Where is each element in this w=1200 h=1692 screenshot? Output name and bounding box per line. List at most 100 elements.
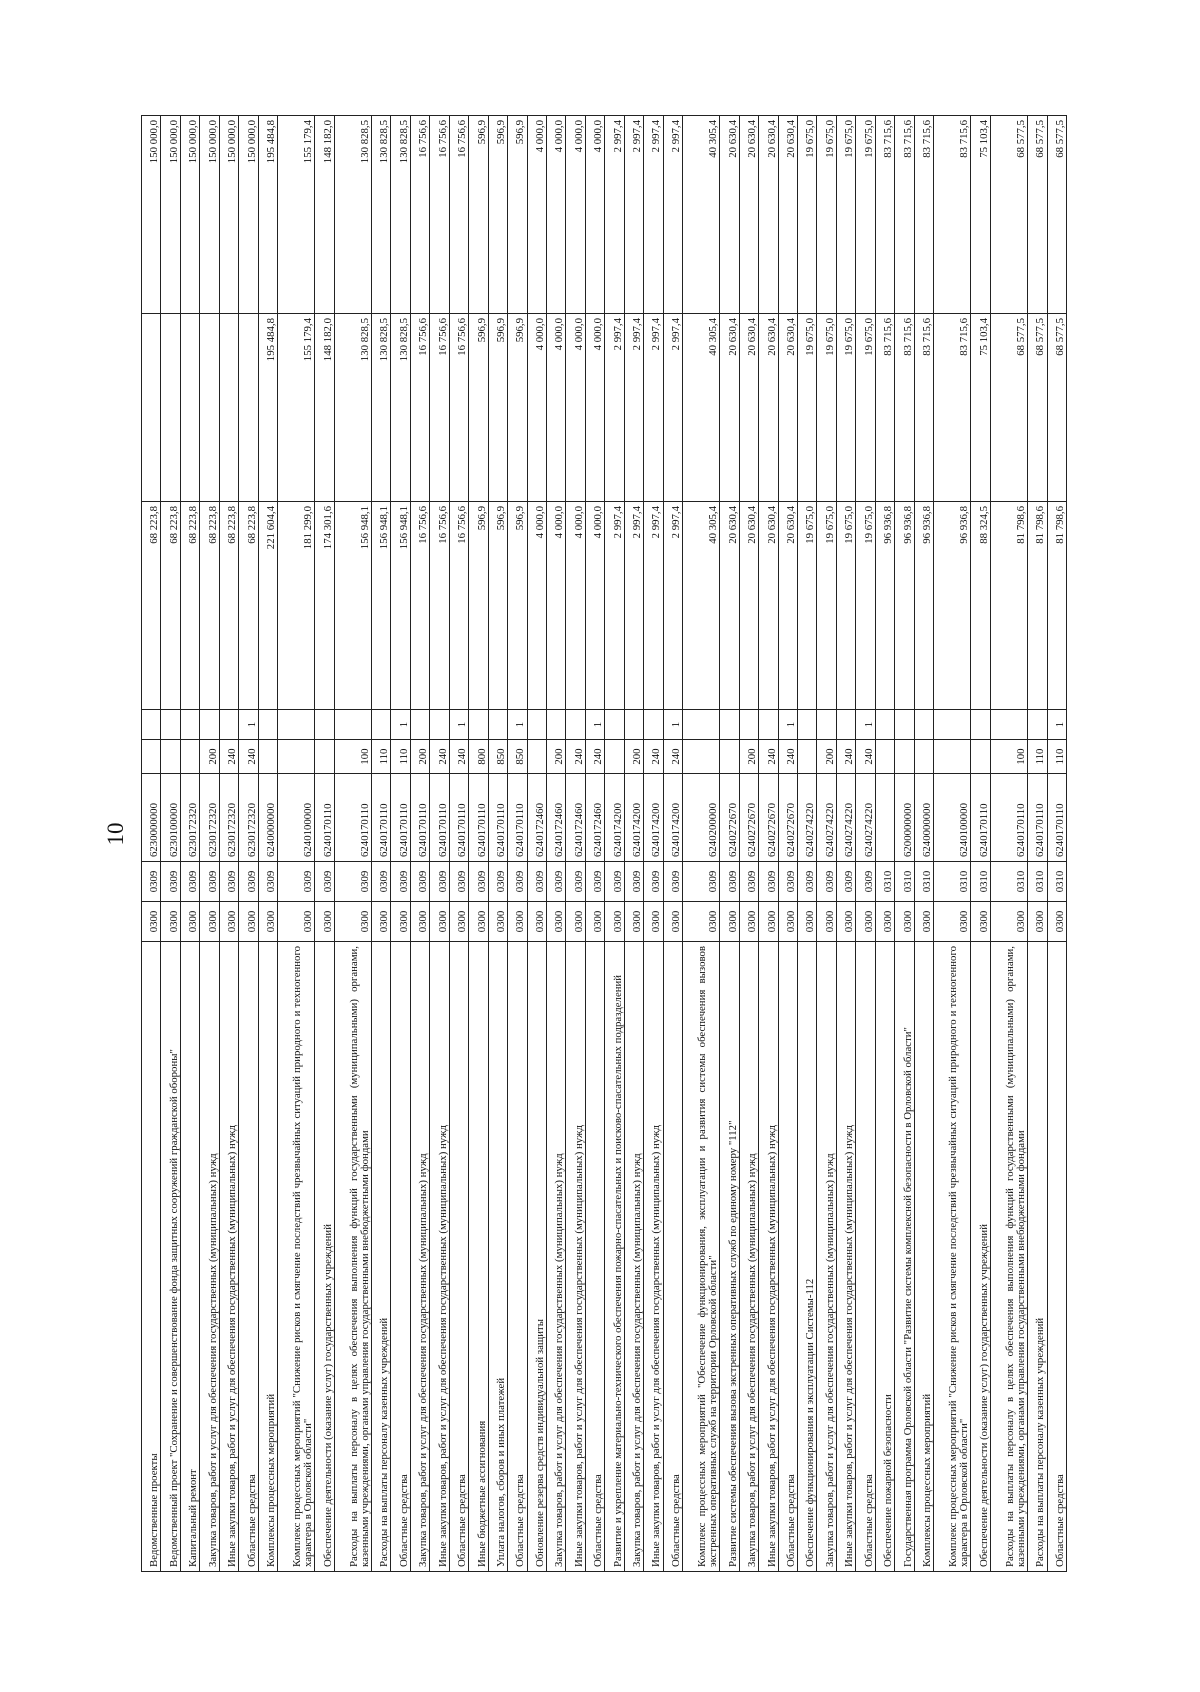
- expense-type-cell: 200: [739, 739, 759, 774]
- subsection-code-cell: 0310: [1047, 861, 1067, 902]
- expense-type-cell: [970, 739, 991, 774]
- subsection-code-cell: 0309: [449, 861, 469, 902]
- expense-name-cell: Комплекс процессных мероприятий "Снижени…: [277, 941, 315, 1572]
- expense-type-cell: 240: [565, 739, 586, 774]
- expense-type-cell: 850: [507, 739, 528, 774]
- expense-type-cell: [682, 739, 720, 774]
- amount-year-1-cell: 68 223,8: [219, 501, 239, 710]
- funding-source-cell: 1: [1047, 709, 1067, 740]
- funding-source-cell: [334, 709, 372, 740]
- expense-name-cell: Ведомственный проект "Сохранение и совер…: [160, 941, 181, 1572]
- expense-type-cell: [527, 739, 547, 774]
- amount-year-1-cell: 96 936,8: [933, 501, 971, 710]
- section-code-cell: 0300: [758, 901, 779, 942]
- expense-type-cell: 200: [816, 739, 837, 774]
- section-code-cell: 0300: [990, 901, 1028, 942]
- expense-type-cell: 200: [410, 739, 430, 774]
- amount-year-1-cell: 4 000,0: [546, 501, 566, 710]
- subsection-code-cell: 0309: [663, 861, 683, 902]
- funding-source-cell: [719, 709, 740, 740]
- funding-source-cell: [488, 709, 508, 740]
- expense-name-cell: Расходы на выплаты персоналу в целях обе…: [334, 941, 372, 1572]
- expense-name-cell: Комплексы процессных мероприятий: [914, 941, 934, 1572]
- section-code-cell: 0300: [855, 901, 876, 942]
- amount-year-2-cell: 83 715,6: [875, 313, 895, 502]
- expense-type-cell: 240: [429, 739, 450, 774]
- target-article-cell: 6240272670: [719, 773, 740, 862]
- funding-source-cell: [160, 709, 181, 740]
- amount-year-1-cell: 19 675,0: [855, 501, 876, 710]
- amount-year-1-cell: 96 936,8: [875, 501, 895, 710]
- funding-source-cell: 1: [449, 709, 469, 740]
- section-code-cell: 0300: [468, 901, 489, 942]
- table-row: Иные закупки товаров, работ и услуг для …: [643, 115, 664, 1572]
- target-article-cell: 6230172320: [199, 773, 220, 862]
- target-article-cell: 6240170110: [468, 773, 489, 862]
- funding-source-cell: [565, 709, 586, 740]
- expense-type-cell: [160, 739, 181, 774]
- funding-source-cell: [643, 709, 664, 740]
- expense-name-cell: Иные закупки товаров, работ и услуг для …: [565, 941, 586, 1572]
- target-article-cell: 6240170110: [429, 773, 450, 862]
- amount-year-3-cell: 130 828,5: [371, 115, 391, 314]
- table-row: Закупка товаров, работ и услуг для обесп…: [410, 115, 430, 1572]
- amount-year-2-cell: [160, 313, 181, 502]
- amount-year-3-cell: 130 828,5: [390, 115, 411, 314]
- expense-name-cell: Закупка товаров, работ и услуг для обесп…: [739, 941, 759, 1572]
- table-row: Закупка товаров, работ и услуг для обесп…: [624, 115, 644, 1572]
- subsection-code-cell: 0310: [914, 861, 934, 902]
- amount-year-2-cell: 16 756,6: [429, 313, 450, 502]
- amount-year-2-cell: 20 630,4: [778, 313, 798, 502]
- subsection-code-cell: 0309: [410, 861, 430, 902]
- expense-name-cell: Областные средства: [449, 941, 469, 1572]
- subsection-code-cell: 0309: [739, 861, 759, 902]
- amount-year-3-cell: 150 000,0: [141, 115, 161, 314]
- section-code-cell: 0300: [739, 901, 759, 942]
- section-code-cell: 0300: [1047, 901, 1067, 942]
- expense-type-cell: 240: [219, 739, 239, 774]
- expense-name-cell: Уплата налогов, сборов и иных платежей: [488, 941, 508, 1572]
- subsection-code-cell: 0309: [643, 861, 664, 902]
- amount-year-1-cell: 81 798,6: [990, 501, 1028, 710]
- expense-type-cell: 800: [468, 739, 489, 774]
- section-code-cell: 0300: [390, 901, 411, 942]
- table-row: Иные закупки товаров, работ и услуг для …: [758, 115, 779, 1572]
- amount-year-3-cell: 155 179,4: [277, 115, 315, 314]
- table-row: Иные закупки товаров, работ и услуг для …: [836, 115, 856, 1572]
- amount-year-2-cell: 2 997,4: [663, 313, 683, 502]
- expense-name-cell: Областные средства: [507, 941, 528, 1572]
- funding-source-cell: 1: [238, 709, 259, 740]
- target-article-cell: [875, 773, 895, 862]
- expense-type-cell: 100: [334, 739, 372, 774]
- target-article-cell: 6240170110: [390, 773, 411, 862]
- subsection-code-cell: 0309: [527, 861, 547, 902]
- target-article-cell: 6240172460: [527, 773, 547, 862]
- expense-name-cell: Иные закупки товаров, работ и услуг для …: [219, 941, 239, 1572]
- section-code-cell: 0300: [663, 901, 683, 942]
- amount-year-2-cell: 83 715,6: [894, 313, 915, 502]
- amount-year-3-cell: 4 000,0: [527, 115, 547, 314]
- funding-source-cell: 1: [855, 709, 876, 740]
- amount-year-1-cell: 96 936,8: [914, 501, 934, 710]
- amount-year-1-cell: 156 948,1: [371, 501, 391, 710]
- expense-type-cell: [933, 739, 971, 774]
- expense-type-cell: 110: [1047, 739, 1067, 774]
- funding-source-cell: [546, 709, 566, 740]
- expense-type-cell: [180, 739, 200, 774]
- expense-type-cell: [258, 739, 278, 774]
- section-code-cell: 0300: [682, 901, 720, 942]
- amount-year-3-cell: 2 997,4: [624, 115, 644, 314]
- amount-year-3-cell: 20 630,4: [739, 115, 759, 314]
- table-row: Обновление резерва средств индивидуально…: [527, 115, 547, 1572]
- target-article-cell: 6240170110: [488, 773, 508, 862]
- amount-year-1-cell: 16 756,6: [429, 501, 450, 710]
- expense-type-cell: 110: [1027, 739, 1048, 774]
- expense-name-cell: Областные средства: [390, 941, 411, 1572]
- expense-name-cell: Закупка товаров, работ и услуг для обесп…: [199, 941, 220, 1572]
- expense-name-cell: Иные закупки товаров, работ и услуг для …: [643, 941, 664, 1572]
- funding-source-cell: [219, 709, 239, 740]
- funding-source-cell: [410, 709, 430, 740]
